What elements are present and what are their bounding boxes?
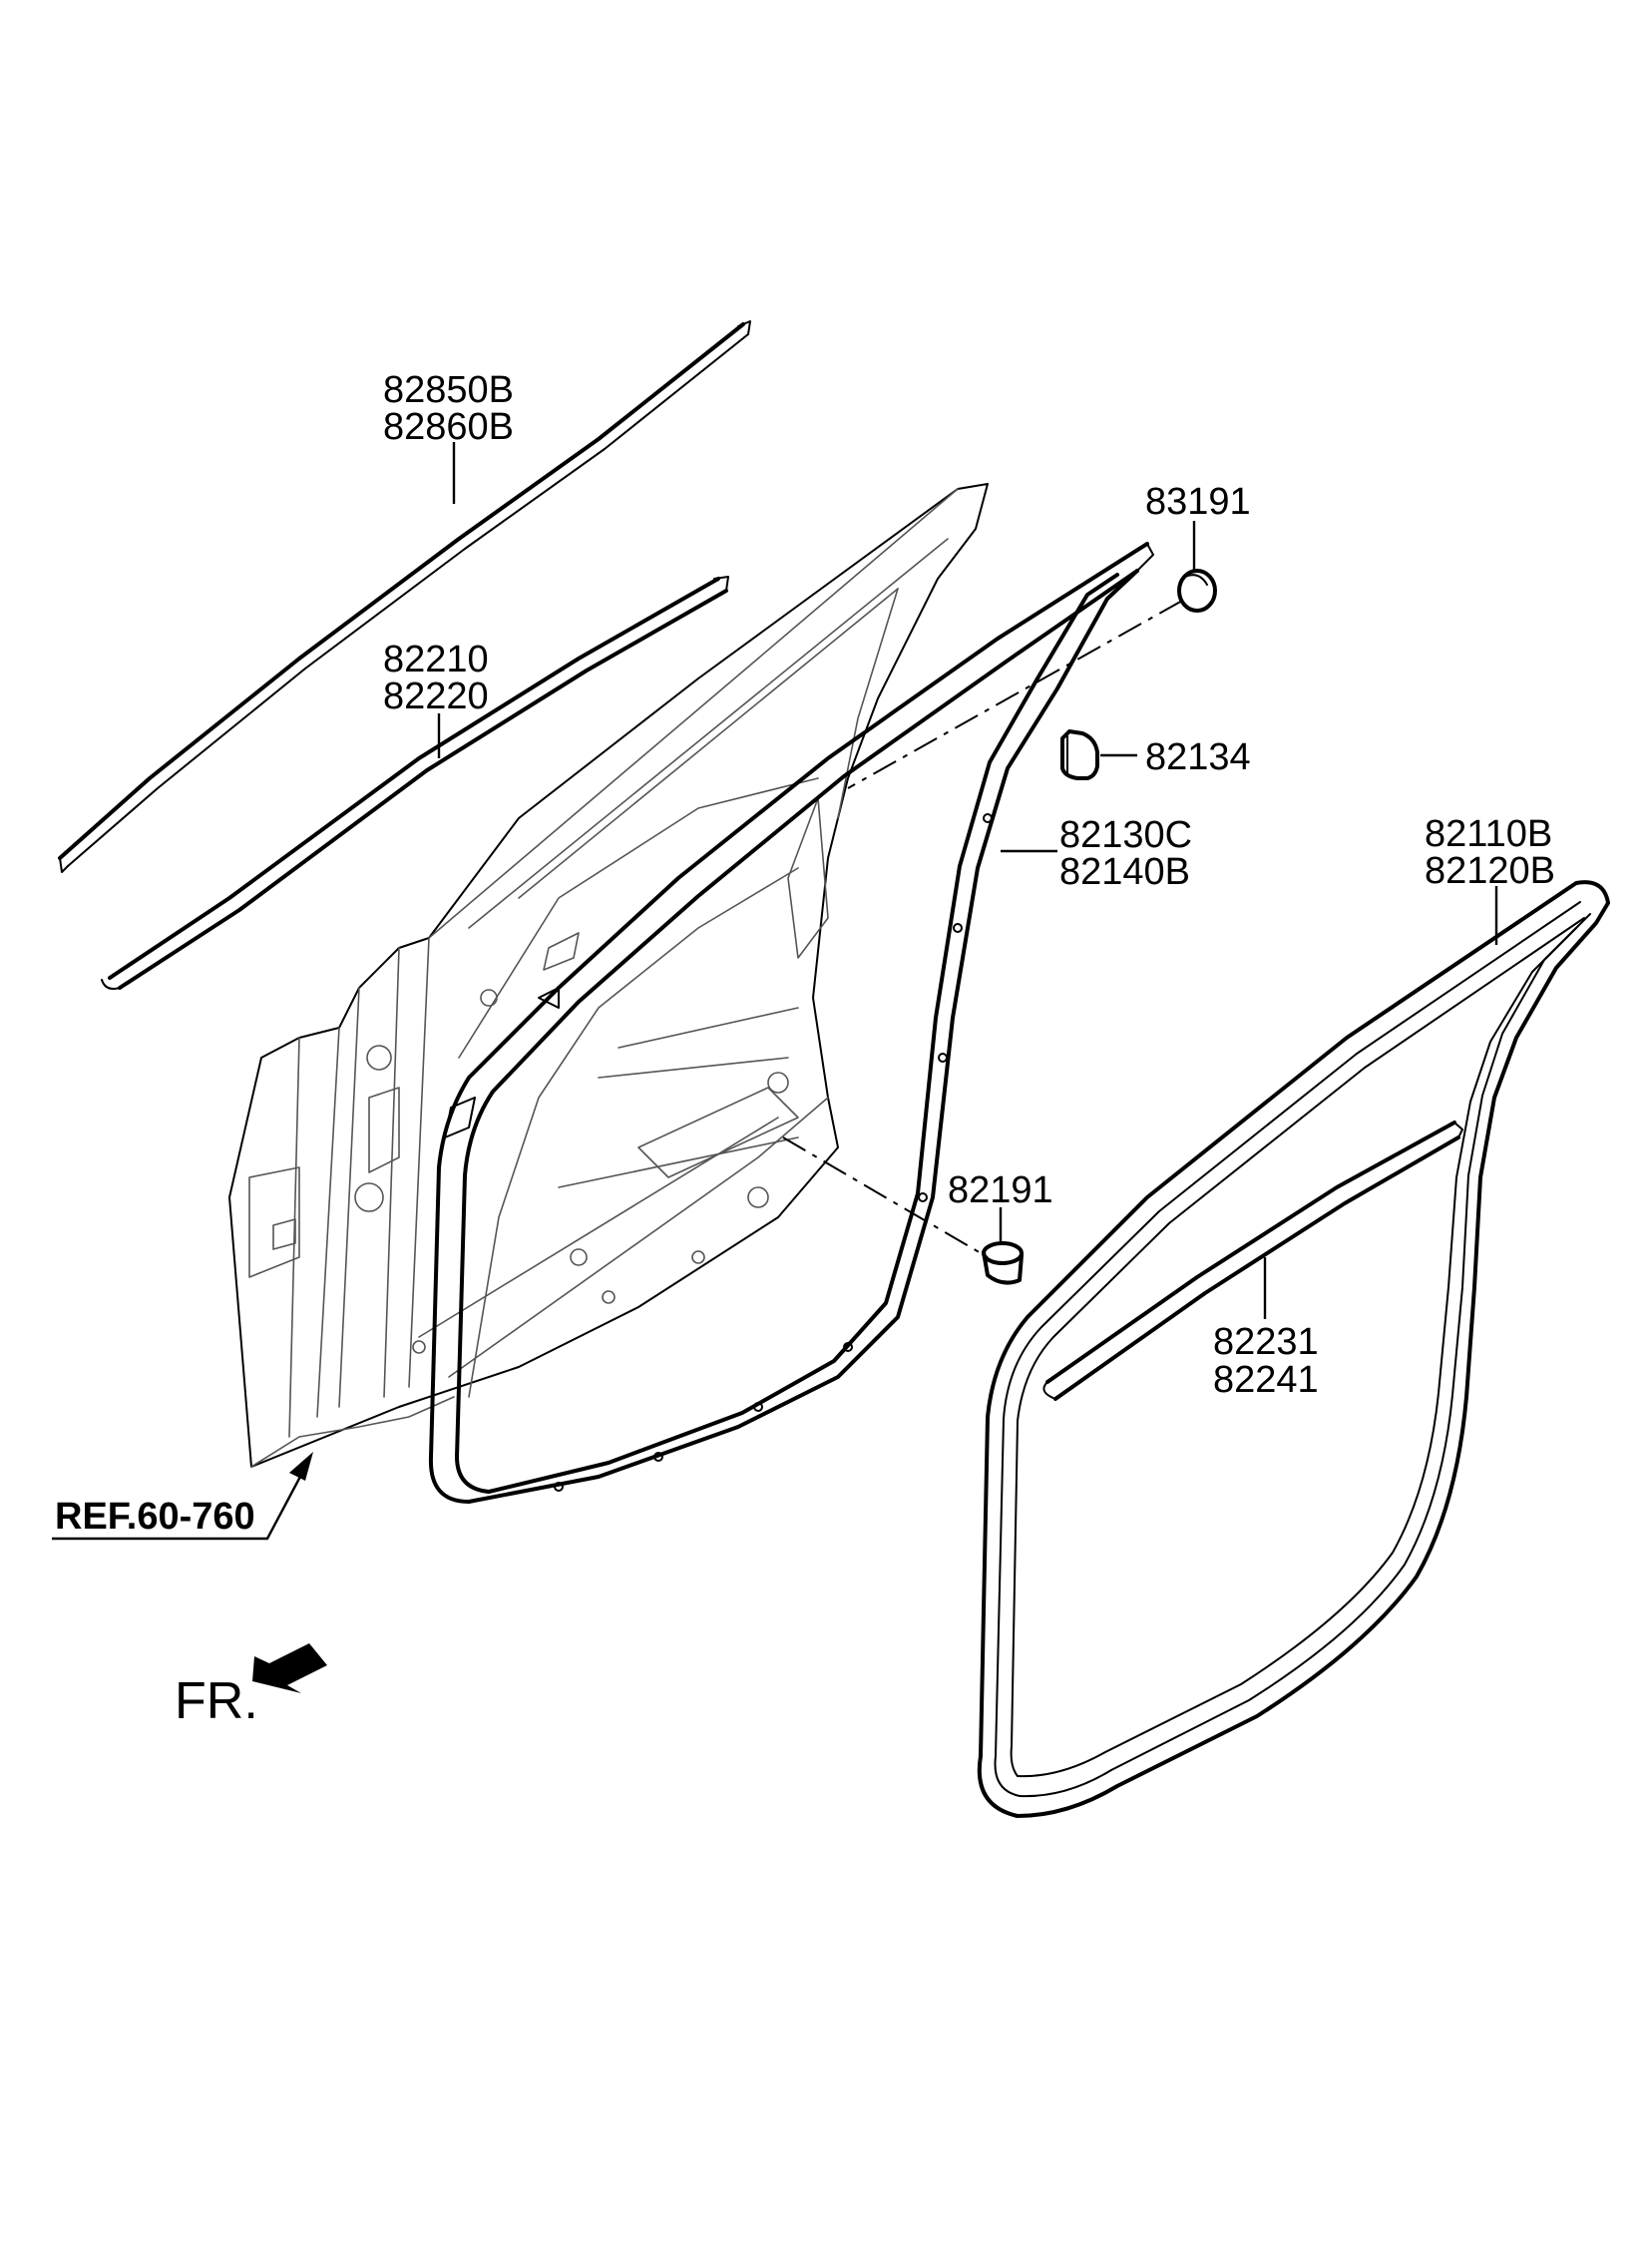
label-82860B: 82860B: [383, 406, 514, 448]
leader-lines: [437, 442, 1498, 1319]
callout-labels: 82850B 82860B 82210 82220 83191 82134 82…: [55, 369, 1555, 1730]
reference-pointer: [52, 1452, 313, 1541]
label-82110B: 82110B: [1425, 813, 1552, 855]
reference-label: REF.60-760: [55, 1496, 255, 1538]
reference-arrowhead: [289, 1452, 313, 1481]
door-frame-panel: [228, 483, 989, 1468]
label-83191: 83191: [1145, 481, 1251, 523]
front-direction-label: FR.: [175, 1672, 258, 1730]
label-82120B: 82120B: [1425, 850, 1555, 892]
front-direction: [252, 1643, 327, 1693]
label-82134: 82134: [1145, 736, 1251, 778]
clip-82134: [1060, 729, 1099, 780]
label-82241: 82241: [1213, 1359, 1319, 1401]
stopper-82191: [982, 1241, 1024, 1285]
door-weatherstrip: [428, 542, 1154, 1504]
label-82231: 82231: [1213, 1321, 1319, 1363]
label-82191: 82191: [948, 1169, 1053, 1211]
alignment-83191: [847, 600, 1183, 789]
inner-strip-82231: [1042, 1121, 1463, 1401]
label-82850B: 82850B: [383, 369, 514, 411]
alignment-82191: [782, 1136, 989, 1258]
body-side-weatherstrip: [977, 880, 1610, 1818]
label-82220: 82220: [383, 676, 489, 717]
label-82210: 82210: [383, 639, 489, 680]
outer-belt-weatherstrip: [58, 320, 751, 873]
label-82140B: 82140B: [1059, 851, 1190, 893]
alignment-lines: [782, 600, 1183, 1258]
front-arrow-icon: [252, 1643, 327, 1693]
inner-belt-weatherstrip: [101, 576, 729, 990]
label-82130C: 82130C: [1059, 814, 1192, 856]
grommet-83191: [1177, 569, 1217, 613]
